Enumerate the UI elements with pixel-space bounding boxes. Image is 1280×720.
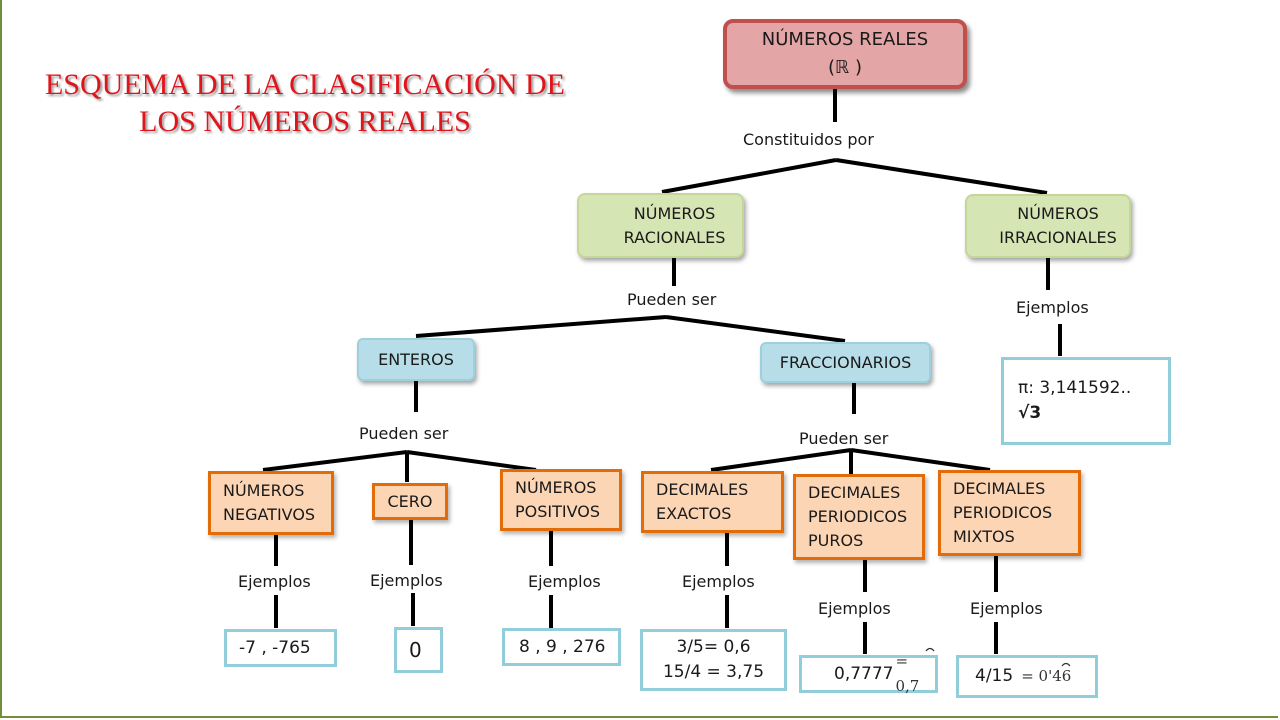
example-irracionales: π: 3,141592.. √3 [1001, 357, 1171, 445]
root-label-line-1: NÚMEROS REALES [761, 29, 929, 50]
page-title: ESQUEMA DE LA CLASIFICACIÓN DE LOS NÚMER… [20, 66, 590, 140]
connector-ejemplos-puros: Ejemplos [818, 599, 891, 618]
example-cero-value: 0 [409, 637, 422, 662]
negativos-label-line-2: NEGATIVOS [223, 505, 316, 524]
node-cero: CERO [372, 483, 448, 520]
line-to-racionales [661, 158, 837, 194]
line-to-mixtos [850, 448, 991, 472]
example-exactos-line-2: 15/4 = 3,75 [662, 662, 765, 682]
example-negativos-value: -7 , -765 [239, 637, 311, 658]
line-to-irracionales [835, 158, 1048, 195]
node-numeros-negativos: NÚMEROS NEGATIVOS [208, 471, 334, 535]
root-label-line-2: (ℝ ) [827, 57, 863, 78]
line-to-exactos [710, 448, 852, 472]
example-sqrt3: √3 [1018, 403, 1042, 423]
exactos-label-line-1: DECIMALES [656, 480, 749, 499]
node-numeros-reales: NÚMEROS REALES (ℝ ) [723, 19, 967, 89]
example-mixtos-notation-text: = 0'46 [1021, 667, 1072, 685]
mixtos-label-line-3: MIXTOS [953, 527, 1015, 546]
puros-label-line-1: DECIMALES [808, 483, 901, 502]
example-puros-value: 0,7777 [834, 663, 894, 684]
connector-ejemplos-irracionales: Ejemplos [1016, 298, 1089, 317]
connector-ejemplos-mixtos: Ejemplos [970, 599, 1043, 618]
line-to-fraccionarios [665, 315, 846, 343]
puros-label-line-3: PUROS [808, 531, 864, 550]
example-puros-notation-text: = 0,7 [895, 652, 920, 695]
positivos-label-line-2: POSITIVOS [515, 502, 601, 521]
mixtos-label-line-2: PERIODICOS [953, 503, 1053, 522]
puros-label-line-2: PERIODICOS [808, 507, 908, 526]
title-line-1: ESQUEMA DE LA CLASIFICACIÓN DE [44, 68, 566, 101]
example-mixtos-value: 4/15 [975, 666, 1014, 686]
repeating-arc-icon [925, 647, 935, 652]
line-to-enteros [415, 315, 667, 338]
example-negativos: -7 , -765 [224, 629, 337, 667]
example-puros: 0,7777 = 0,7 [799, 647, 938, 695]
fraccionarios-label: FRACCIONARIOS [779, 352, 912, 372]
connector-constituidos-por: Constituidos por [743, 130, 874, 149]
node-enteros: ENTEROS [357, 338, 475, 381]
example-mixtos-notation: = 0'46 [1021, 662, 1072, 689]
node-numeros-irracionales: NÚMEROS IRRACIONALES [965, 194, 1131, 258]
racionales-label-line-1: NÚMEROS [633, 203, 716, 223]
racionales-label-line-2: RACIONALES [623, 227, 726, 247]
example-pi: π: 3,141592.. [1018, 378, 1132, 398]
connector-pueden-ser-enteros: Pueden ser [359, 424, 449, 443]
line-to-negativos [262, 450, 408, 472]
node-fraccionarios: FRACCIONARIOS [760, 342, 931, 383]
mixtos-label-line-1: DECIMALES [953, 479, 1046, 498]
repeating-arc-icon [1061, 662, 1071, 667]
node-numeros-racionales: NÚMEROS RACIONALES [577, 193, 744, 258]
connector-ejemplos-cero: Ejemplos [370, 571, 443, 590]
node-decimales-periodicos-mixtos: DECIMALES PERIODICOS MIXTOS [938, 470, 1081, 556]
connector-pueden-ser-racionales: Pueden ser [627, 290, 717, 309]
example-cero: 0 [394, 627, 443, 673]
example-puros-notation: = 0,7 [895, 647, 935, 699]
example-mixtos: 4/15 = 0'46 [956, 655, 1098, 698]
example-exactos: 3/5= 0,6 15/4 = 3,75 [640, 629, 787, 691]
exactos-label-line-2: EXACTOS [656, 504, 732, 523]
title-line-2: LOS NÚMEROS REALES [139, 105, 471, 138]
irracionales-label-line-2: IRRACIONALES [999, 228, 1117, 247]
example-positivos-value: 8 , 9 , 276 [519, 636, 606, 657]
example-positivos: 8 , 9 , 276 [502, 628, 621, 666]
example-exactos-line-1: 3/5= 0,6 [676, 637, 751, 657]
node-decimales-periodicos-puros: DECIMALES PERIODICOS PUROS [793, 474, 925, 560]
connector-ejemplos-positivos: Ejemplos [528, 572, 601, 591]
cero-label: CERO [387, 491, 433, 511]
enteros-label: ENTEROS [378, 349, 454, 369]
node-numeros-positivos: NÚMEROS POSITIVOS [500, 469, 622, 531]
connector-ejemplos-exactos: Ejemplos [682, 572, 755, 591]
connector-ejemplos-negativos: Ejemplos [238, 572, 311, 591]
negativos-label-line-1: NÚMEROS [223, 481, 305, 500]
line-to-positivos [406, 450, 537, 472]
positivos-label-line-1: NÚMEROS [515, 478, 597, 497]
irracionales-label-line-1: NÚMEROS [1017, 204, 1099, 223]
node-decimales-exactos: DECIMALES EXACTOS [641, 471, 784, 533]
connector-pueden-ser-fraccionarios: Pueden ser [799, 429, 889, 448]
